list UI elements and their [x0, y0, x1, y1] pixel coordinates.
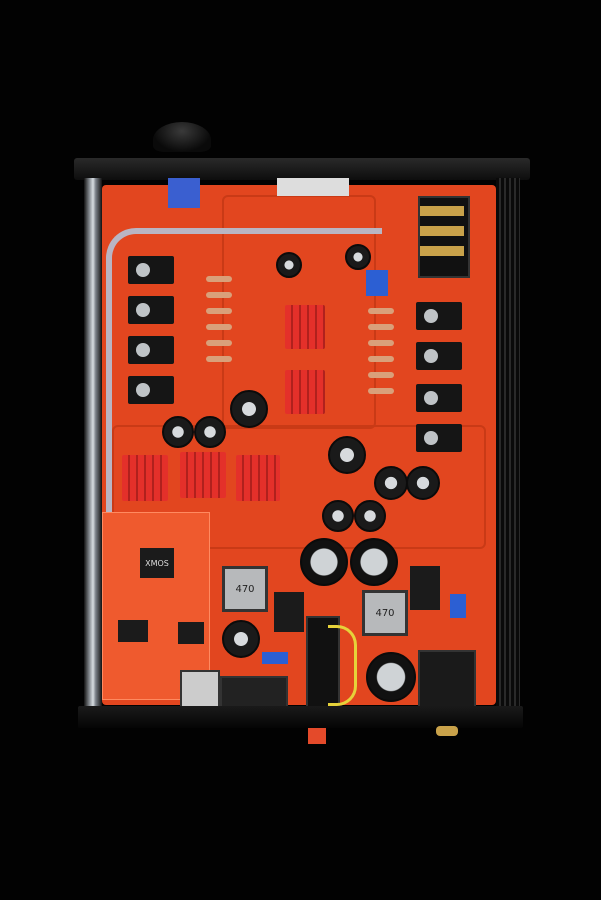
pin-header [277, 178, 349, 196]
resistor [206, 356, 232, 362]
blue-potentiometer [366, 270, 388, 296]
blue-trimmer [262, 652, 288, 664]
electrolytic-capacitor [300, 538, 348, 586]
power-transistor [128, 376, 174, 404]
blue-connector [168, 178, 200, 208]
power-transistor [416, 384, 462, 412]
right-heatsink-rail [496, 178, 520, 708]
chassis-rear-panel [78, 706, 523, 728]
electrolytic-capacitor [350, 538, 398, 586]
resistor [206, 292, 232, 298]
pcb-trace [112, 425, 486, 549]
ribbon-cable [106, 228, 382, 654]
heatsink [180, 452, 226, 498]
resistor [368, 356, 394, 362]
capacitor [230, 390, 268, 428]
resistor [368, 324, 394, 330]
power-transistor [416, 302, 462, 330]
resistor [206, 340, 232, 346]
resistor [368, 340, 394, 346]
power-transistor [128, 256, 174, 284]
jack-contact [420, 226, 464, 236]
volume-knob [153, 122, 211, 152]
left-side-rail [84, 178, 102, 708]
capacitor [354, 500, 386, 532]
power-switch [308, 728, 326, 744]
capacitor [374, 466, 408, 500]
resistor [206, 324, 232, 330]
ic-chip [118, 620, 148, 642]
resistor [368, 372, 394, 378]
xmos-chip: XMOS [140, 548, 174, 578]
voltage-regulator [274, 592, 304, 632]
jack-contact [420, 206, 464, 216]
capacitor [328, 436, 366, 474]
xmos-chip-label: XMOS [145, 558, 169, 568]
heatsink [285, 370, 325, 414]
resistor [368, 308, 394, 314]
jack-contact [420, 246, 464, 256]
heatsink [285, 305, 325, 349]
resistor [368, 388, 394, 394]
ic-chip [178, 622, 204, 644]
heatsink [122, 455, 168, 501]
inductor-label: 470 [235, 583, 255, 595]
power-transistor [128, 336, 174, 364]
usb-b-port [418, 650, 476, 710]
usb-port [180, 670, 220, 710]
capacitor [222, 620, 260, 658]
resistor [206, 308, 232, 314]
usb-sub-board [102, 512, 210, 700]
power-transistor [416, 424, 462, 452]
capacitor [345, 244, 371, 270]
blue-trimmer [450, 594, 466, 618]
capacitor [162, 416, 194, 448]
power-transistor [416, 342, 462, 370]
power-transistor [128, 296, 174, 324]
voltage-regulator [410, 566, 440, 610]
yellow-wire [328, 625, 357, 706]
connector-block [220, 676, 288, 710]
inductor-label: 470 [375, 607, 395, 619]
chassis-front-panel [74, 158, 530, 180]
inductor: 470 [222, 566, 268, 612]
capacitor [194, 416, 226, 448]
inductor: 470 [362, 590, 408, 636]
electrolytic-capacitor [366, 652, 416, 702]
resistor [206, 276, 232, 282]
capacitor [322, 500, 354, 532]
rca-connector [436, 726, 458, 736]
capacitor [276, 252, 302, 278]
capacitor [406, 466, 440, 500]
heatsink [236, 455, 280, 501]
